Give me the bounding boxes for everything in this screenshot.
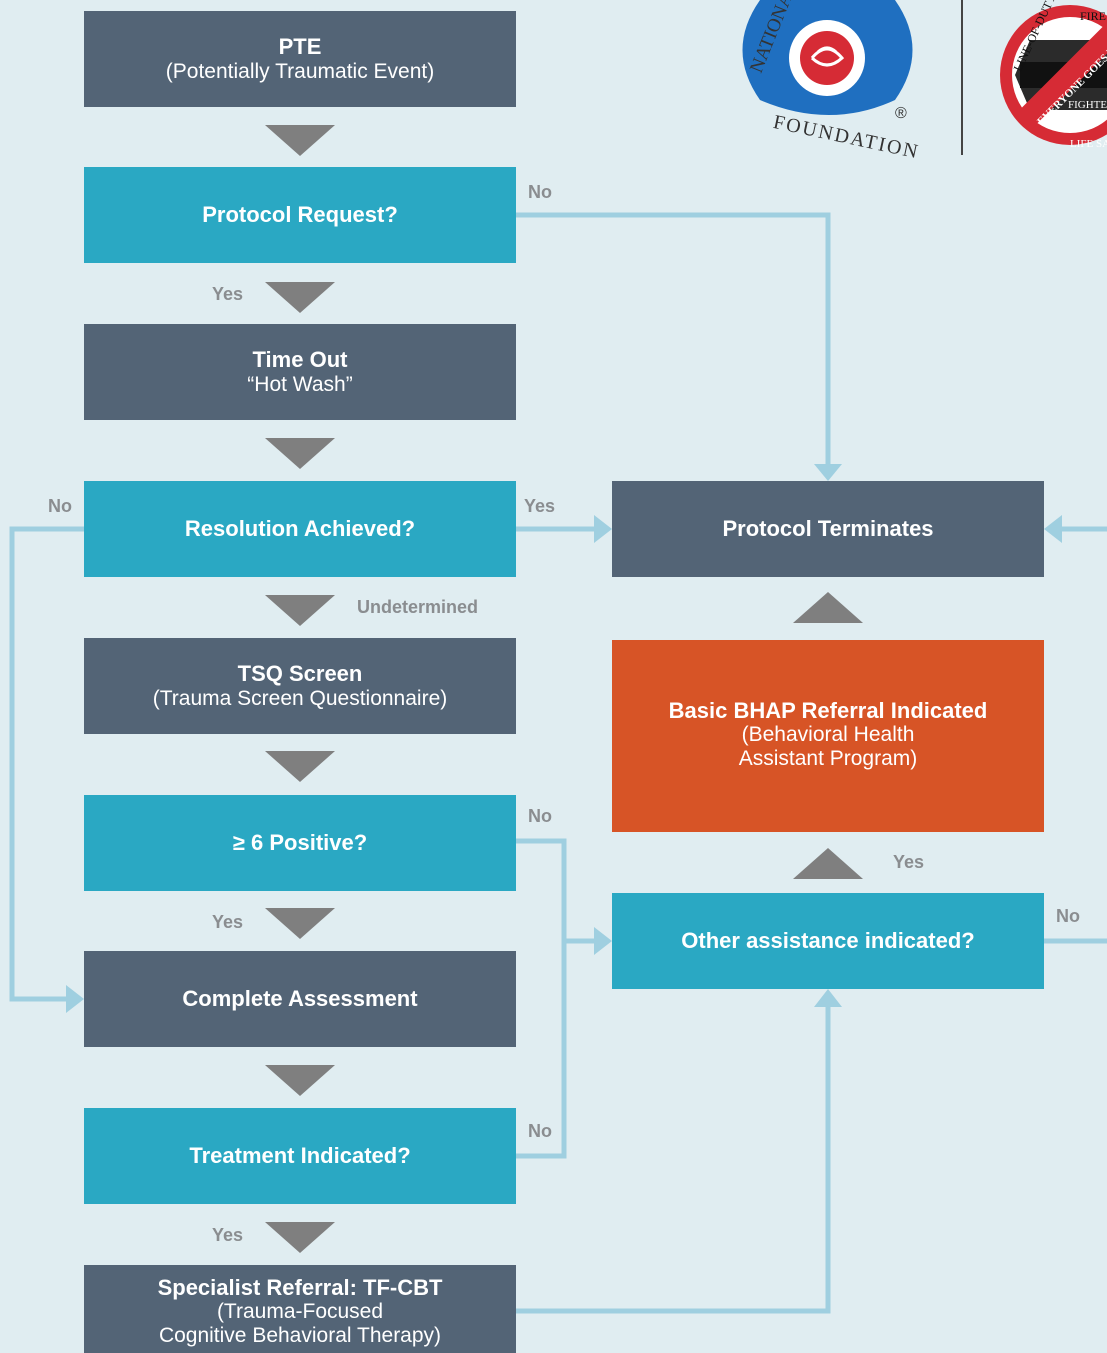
registered-mark: ®	[895, 105, 907, 122]
label-undetermined: Undetermined	[357, 597, 479, 617]
box-pte-title: PTE	[278, 34, 322, 60]
box-six-positive-title: ≥ 6 Positive?	[232, 830, 368, 856]
label-treatment-no: No	[528, 1121, 552, 1141]
box-specialist-title: Specialist Referral: TF-CBT	[157, 1275, 443, 1300]
arrowhead-other-bottom	[814, 989, 842, 1007]
seal-word-fire: FIRE	[1080, 9, 1106, 23]
box-time-out-title: Time Out	[252, 347, 348, 373]
box-protocol-terminates: Protocol Terminates	[612, 481, 1044, 577]
down-arrow-2	[265, 282, 335, 313]
box-other-assistance-title: Other assistance indicated?	[681, 928, 975, 954]
box-resolution-title: Resolution Achieved?	[184, 516, 416, 542]
up-arrow-to-terminates	[793, 592, 863, 623]
label-request-yes: Yes	[212, 284, 244, 304]
box-bhap-subtitle-2: Assistant Program)	[738, 747, 918, 771]
box-resolution: Resolution Achieved?	[84, 481, 516, 577]
arrowhead-other-left	[594, 927, 612, 955]
seal-word-fighter: FIGHTER	[1068, 99, 1107, 111]
box-time-out: Time Out “Hot Wash”	[84, 324, 516, 420]
box-tsq-subtitle: (Trauma Screen Questionnaire)	[152, 686, 448, 710]
box-bhap: Basic BHAP Referral Indicated (Behaviora…	[612, 640, 1044, 832]
seal-bottom-text: LIFE SAFETY	[1070, 138, 1107, 150]
box-treatment: Treatment Indicated?	[84, 1108, 516, 1204]
label-other-no: No	[1056, 906, 1080, 926]
label-resolution-no: No	[48, 496, 72, 516]
down-arrow-7	[265, 1065, 335, 1096]
box-tsq-title: TSQ Screen	[237, 661, 363, 687]
label-six-no: No	[528, 806, 552, 826]
box-pte-subtitle: (Potentially Traumatic Event)	[165, 59, 435, 83]
box-specialist-subtitle-1: (Trauma-Focused	[216, 1300, 384, 1324]
label-six-yes: Yes	[212, 912, 244, 932]
box-pte: PTE (Potentially Traumatic Event)	[84, 11, 516, 107]
down-arrow-1	[265, 125, 335, 156]
down-arrow-3	[265, 438, 335, 469]
arrowhead-terminates-top	[814, 464, 842, 481]
box-treatment-title: Treatment Indicated?	[189, 1143, 411, 1169]
connector-six-no	[516, 838, 567, 1159]
down-arrow-6	[265, 908, 335, 939]
nfff-logo: NATIONAL FALLEN FIREFIGHTERS FOUNDATION …	[742, 0, 922, 163]
box-other-assistance: Other assistance indicated?	[612, 893, 1044, 989]
box-specialist: Specialist Referral: TF-CBT (Trauma-Focu…	[84, 1265, 516, 1353]
box-protocol-request-title: Protocol Request?	[202, 202, 398, 228]
label-resolution-yes: Yes	[524, 496, 556, 516]
arrowhead-complete-assessment	[66, 985, 84, 1013]
arrowhead-terminates-left	[594, 515, 612, 543]
arrowhead-terminates-right	[1044, 515, 1062, 543]
lodd-seal-logo: LINE-OF-DUTY FIRE EVERYONE GOES HOME FIG…	[1000, 0, 1107, 150]
down-arrow-8	[265, 1222, 335, 1253]
down-arrow-5	[265, 751, 335, 782]
box-complete-assessment-title: Complete Assessment	[182, 986, 418, 1012]
box-bhap-title: Basic BHAP Referral Indicated	[668, 698, 988, 723]
label-treatment-yes: Yes	[212, 1225, 244, 1245]
box-six-positive: ≥ 6 Positive?	[84, 795, 516, 891]
label-other-yes: Yes	[893, 852, 925, 872]
box-bhap-subtitle-1: (Behavioral Health	[741, 723, 915, 747]
box-protocol-request: Protocol Request?	[84, 167, 516, 263]
up-arrow-to-bhap	[793, 848, 863, 879]
label-request-no: No	[528, 182, 552, 202]
box-complete-assessment: Complete Assessment	[84, 951, 516, 1047]
box-protocol-terminates-title: Protocol Terminates	[722, 516, 934, 542]
down-arrow-4	[265, 595, 335, 626]
connector-specialist	[516, 1006, 831, 1314]
box-time-out-subtitle: “Hot Wash”	[247, 372, 353, 396]
connector-request-no	[516, 212, 831, 468]
box-tsq: TSQ Screen (Trauma Screen Questionnaire)	[84, 638, 516, 734]
box-specialist-subtitle-2: Cognitive Behavioral Therapy)	[158, 1324, 442, 1348]
connector-resolution-no	[9, 526, 84, 1002]
